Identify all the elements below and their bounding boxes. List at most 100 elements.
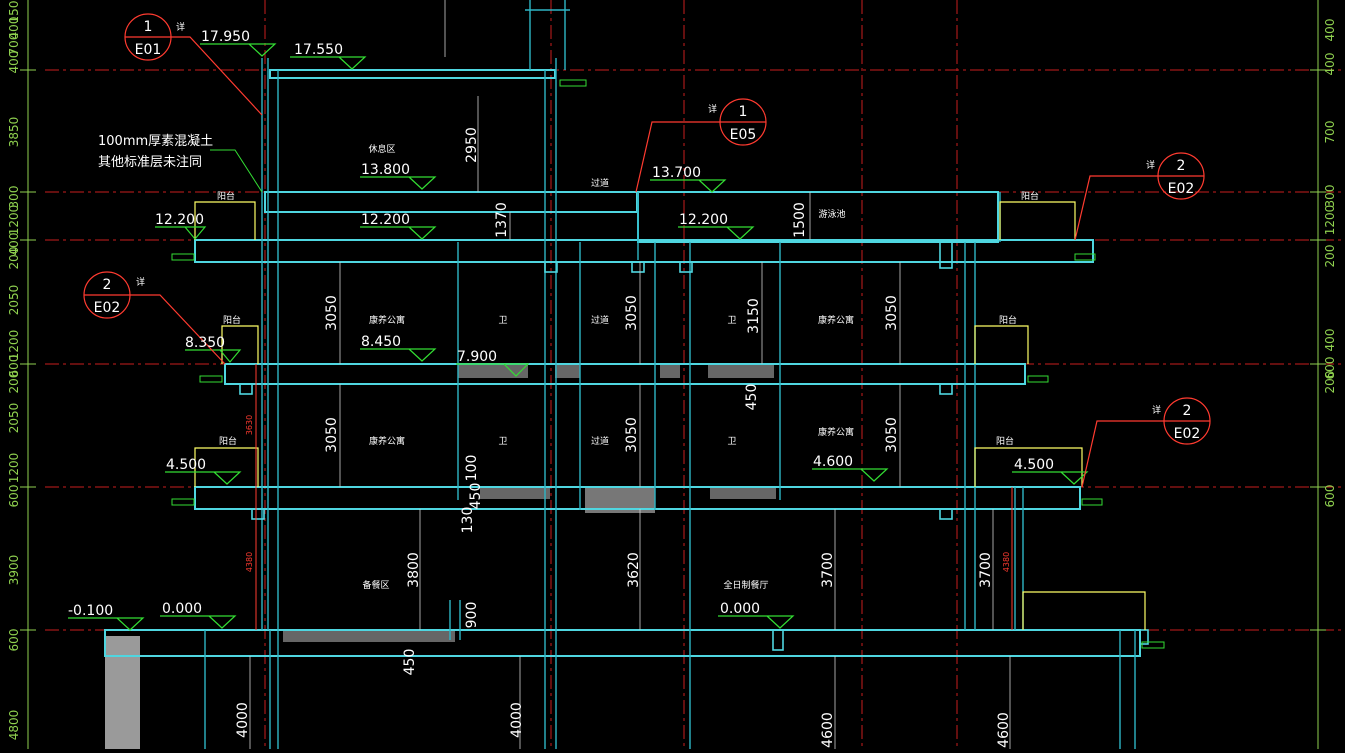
note-line: 100mm厚素混凝土 — [98, 133, 213, 149]
elev-triangle — [360, 348, 437, 362]
elev-label: 8.350 — [185, 335, 225, 351]
room-label: 阳台 — [217, 190, 235, 202]
dim-text: 3050 — [624, 417, 640, 453]
elev-label: 8.450 — [361, 334, 401, 350]
ruler-label: 200 — [7, 371, 21, 394]
right-ruler — [1310, 0, 1326, 749]
elev-triangle — [200, 43, 277, 57]
dim-text: 3050 — [884, 295, 900, 331]
hatch-fill — [708, 364, 774, 378]
ruler-label: 300 — [7, 186, 21, 209]
beam — [772, 629, 784, 651]
ruler-label: 400 — [1323, 53, 1337, 76]
ruler-label: 200 — [1323, 245, 1337, 268]
callout-num: 1 — [144, 19, 153, 35]
elev-triangle — [456, 363, 530, 377]
edge-mark — [1081, 498, 1103, 506]
beam — [939, 241, 953, 269]
room-label: 卫 — [727, 437, 736, 447]
hatch-fill — [660, 364, 680, 378]
dim-text: 3620 — [626, 552, 642, 588]
beam — [939, 508, 953, 520]
ruler-label: 1200 — [7, 330, 21, 361]
dim-text: 3700 — [820, 552, 836, 588]
slab-8450 — [224, 363, 1026, 385]
edge-mark — [199, 375, 223, 383]
ruler-label: 600 — [7, 485, 21, 508]
dim-text: 450 — [468, 483, 484, 510]
leader — [635, 121, 720, 193]
hatch-fill — [283, 630, 455, 642]
dim-text: 3050 — [324, 417, 340, 453]
room-label: 卫 — [727, 316, 736, 326]
elev-label: 17.950 — [201, 29, 250, 45]
elev-triangle — [718, 615, 795, 629]
room-label: 过道 — [591, 435, 609, 447]
room-label: 阳台 — [219, 435, 237, 447]
red-dim-text: 3630 4380 4380 — [245, 415, 1011, 572]
rail — [974, 447, 1083, 487]
rail — [221, 325, 259, 364]
elev-triangle — [68, 617, 145, 631]
elev-label: 12.200 — [679, 212, 728, 228]
room-label: 阳台 — [999, 314, 1017, 326]
elev-triangle — [155, 226, 207, 240]
ruler-label: 600 — [1323, 357, 1337, 380]
ruler-label: 600 — [7, 629, 21, 652]
rail — [999, 201, 1076, 240]
dim-text: 1500 — [792, 202, 808, 238]
dim-text: 3800 — [406, 552, 422, 588]
room-label: 康养公寓 — [369, 314, 405, 326]
dim-text: 2950 — [464, 127, 480, 163]
elevation-markers — [68, 43, 1089, 631]
rail — [974, 325, 1029, 364]
hatch-fill — [710, 487, 776, 499]
ruler-label: 200 — [7, 247, 21, 270]
room-label: 全日制餐厅 — [723, 579, 768, 591]
dim-text: 450 — [402, 649, 418, 676]
elev-label: 4.600 — [813, 454, 853, 470]
room-labels: 休息区 过道 游泳池 阳台 阳台 阳台 阳台 阳台 阳台 康养公寓 康养公寓 康… — [217, 143, 1039, 591]
edge-mark — [559, 79, 587, 87]
grey-fill — [105, 636, 140, 749]
detail-callout-text: 1 E01 1 E05 2 E02 2 E02 2 E02 — [94, 19, 1201, 442]
edge-mark — [1074, 253, 1096, 261]
elev-label: 4.500 — [1014, 457, 1054, 473]
slab-note: 100mm厚素混凝土 其他标准层未注同 — [98, 133, 213, 170]
room-label: 休息区 — [368, 143, 395, 155]
dim-text: 130 — [460, 507, 476, 534]
elev-label: 4.500 — [166, 457, 206, 473]
dim-text: 100 — [464, 455, 480, 482]
ruler-label: 600 — [1323, 485, 1337, 508]
beam — [939, 383, 953, 395]
elev-triangle — [678, 226, 755, 240]
red-dim-label: 4380 — [1002, 552, 1011, 572]
beam — [251, 508, 265, 520]
room-label: 康养公寓 — [818, 314, 854, 326]
slab-4500 — [194, 486, 1081, 510]
ruler-label: 700 — [1323, 121, 1337, 144]
left-ruler-labels: 150 400 400 700 3850 300 1200 200 400 20… — [7, 1, 21, 741]
dim-text: 3700 — [978, 552, 994, 588]
callout-tag: 详 — [1146, 159, 1155, 171]
elev-triangle — [165, 471, 242, 485]
elev-label: 12.200 — [155, 212, 204, 228]
callout-tag: 详 — [176, 21, 185, 33]
edge-mark — [1027, 375, 1049, 383]
elev-triangle — [812, 468, 889, 482]
callout-num: 2 — [1183, 403, 1192, 419]
ruler-label: 1200 — [7, 453, 21, 484]
callout-num: 2 — [1177, 158, 1186, 174]
concrete-fills — [105, 364, 776, 749]
room-label: 康养公寓 — [818, 426, 854, 438]
leader — [1081, 420, 1164, 488]
leader — [210, 149, 263, 193]
elev-triangle — [650, 179, 727, 193]
rail — [194, 447, 259, 487]
red-dim-label: 3630 — [245, 415, 254, 435]
edge-mark — [171, 253, 195, 261]
beam — [679, 261, 693, 273]
callout-ref: E05 — [730, 127, 757, 143]
beam — [1139, 629, 1149, 645]
right-ruler-labels: 400 400 700 300 1200 200 400 600 200 600 — [1323, 19, 1337, 508]
